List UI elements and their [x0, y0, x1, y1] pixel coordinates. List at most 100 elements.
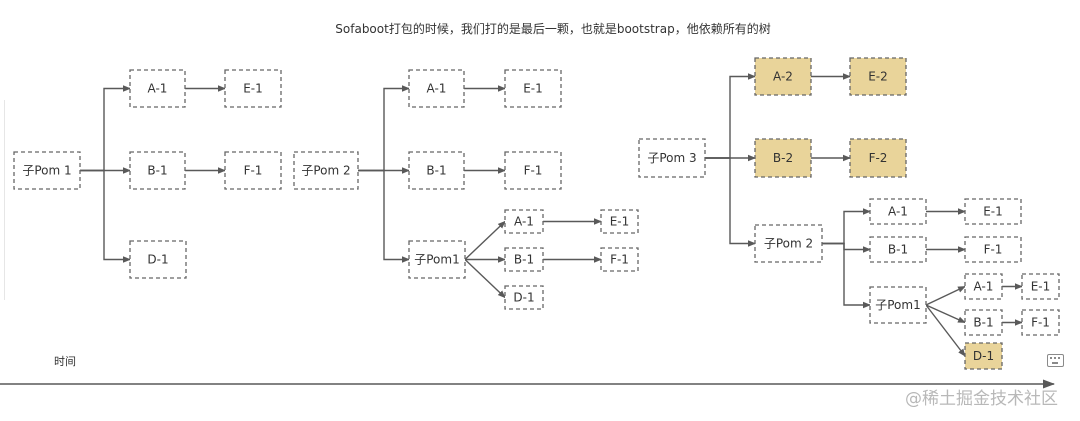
- node-label: B-1: [426, 164, 446, 178]
- node-box: [638, 138, 706, 178]
- node-label: 子Pom1: [875, 298, 920, 312]
- node-t3-e1: E-1: [964, 198, 1022, 225]
- node-box: [408, 69, 465, 108]
- node-box: [224, 69, 282, 108]
- node-t3-sa1: A-1: [964, 273, 1003, 300]
- edge-t3-pom2-to-t3-a1: [822, 208, 871, 245]
- node-label: F-1: [610, 253, 629, 267]
- node-box: [964, 198, 1022, 225]
- node-label: A-2: [773, 70, 793, 84]
- node-t1-root: 子Pom 1: [13, 151, 81, 190]
- node-box: [129, 240, 187, 279]
- node-label: A-1: [514, 215, 534, 229]
- node-t3-pom2: 子Pom 2: [754, 224, 823, 263]
- watermark: @稀土掘金技术社区: [905, 389, 1058, 409]
- node-t3-f1: F-1: [964, 236, 1022, 263]
- node-box: [869, 198, 927, 225]
- node-label: F-1: [984, 243, 1003, 257]
- node-label: B-1: [888, 243, 908, 257]
- node-box: [129, 69, 186, 108]
- node-box: [849, 57, 907, 96]
- node-label: B-2: [773, 151, 793, 165]
- node-t1-a1: A-1: [129, 69, 186, 108]
- edge-t2-pom1-to-t2-sa1: [464, 220, 506, 261]
- node-label: 子Pom1: [414, 253, 459, 267]
- node-box: [964, 236, 1022, 263]
- node-t1-d1: D-1: [129, 240, 187, 279]
- edge-t3-root-to-t3-a2: [705, 73, 756, 159]
- node-box: [13, 151, 81, 190]
- node-t1-e1: E-1: [224, 69, 282, 108]
- node-box: [754, 138, 812, 178]
- edge-t2-root-to-t2-pom1: [358, 169, 410, 263]
- node-box: [1021, 309, 1060, 336]
- node-label: E-1: [1031, 280, 1051, 294]
- node-label: A-1: [888, 205, 908, 219]
- node-box: [964, 309, 1003, 336]
- node-t2-se1: E-1: [600, 209, 639, 234]
- node-label: B-1: [514, 253, 534, 267]
- node-t2-e1: E-1: [504, 69, 562, 108]
- edge-t3-pom2-to-t3-b1: [822, 242, 871, 253]
- node-label: E-1: [243, 82, 263, 96]
- node-box: [293, 151, 359, 190]
- edge-t1-root-to-t1-a1: [80, 85, 131, 172]
- node-box: [504, 247, 544, 272]
- edge-t3-root-to-t3-pom2: [705, 157, 756, 247]
- node-label: E-1: [983, 205, 1003, 219]
- node-label: D-1: [147, 253, 168, 267]
- node-box: [408, 151, 465, 190]
- node-t2-pom1: 子Pom1: [408, 240, 466, 279]
- node-label: F-2: [869, 151, 888, 165]
- node-label: A-1: [148, 82, 168, 96]
- node-box: [504, 285, 544, 310]
- node-label: F-1: [524, 164, 543, 178]
- node-box: [869, 286, 927, 324]
- node-label: E-2: [868, 70, 888, 84]
- node-t3-pom1: 子Pom1: [869, 286, 927, 324]
- keyboard-icon[interactable]: [1047, 354, 1064, 367]
- node-t2-sf1: F-1: [600, 247, 639, 272]
- node-box: [869, 236, 927, 263]
- node-t3-root: 子Pom 3: [638, 138, 706, 178]
- node-t1-b1: B-1: [129, 151, 186, 190]
- diagram-title: Sofaboot打包的时候，我们打的是最后一颗，也就是bootstrap，他依赖…: [335, 21, 770, 36]
- node-box: [129, 151, 186, 190]
- node-t2-f1: F-1: [504, 151, 562, 190]
- node-label: 子Pom 2: [764, 237, 813, 251]
- node-t3-sd1: D-1: [964, 342, 1003, 370]
- node-box: [600, 247, 639, 272]
- node-label: F-1: [244, 164, 263, 178]
- node-box: [600, 209, 639, 234]
- edge-t2-root-to-t2-a1: [358, 85, 410, 172]
- node-box: [754, 224, 823, 263]
- node-label: 子Pom 2: [301, 164, 350, 178]
- node-label: D-1: [513, 291, 534, 305]
- node-t3-e2: E-2: [849, 57, 907, 96]
- node-label: E-1: [610, 215, 630, 229]
- node-label: 子Pom 1: [22, 164, 71, 178]
- node-t3-f2: F-2: [849, 138, 907, 178]
- edge-t3-pom1-to-t3-sb1: [925, 304, 966, 324]
- node-t2-sa1: A-1: [504, 209, 544, 234]
- node-label: F-1: [1031, 316, 1050, 330]
- node-t3-b2: B-2: [754, 138, 812, 178]
- node-label: D-1: [973, 349, 994, 363]
- node-box: [224, 151, 282, 190]
- node-box: [504, 69, 562, 108]
- left-panel-edge: [0, 100, 5, 300]
- edge-t3-pom1-to-t3-sa1: [925, 285, 966, 306]
- node-label: B-1: [147, 164, 167, 178]
- node-t2-a1: A-1: [408, 69, 465, 108]
- node-t3-b1: B-1: [869, 236, 927, 263]
- node-label: E-1: [523, 82, 543, 96]
- edges-layer: [80, 73, 1023, 357]
- time-axis-label: 时间: [54, 355, 76, 368]
- node-box: [754, 57, 812, 96]
- node-box: [408, 240, 466, 279]
- node-box: [964, 342, 1003, 370]
- node-label: A-1: [974, 280, 994, 294]
- node-box: [849, 138, 907, 178]
